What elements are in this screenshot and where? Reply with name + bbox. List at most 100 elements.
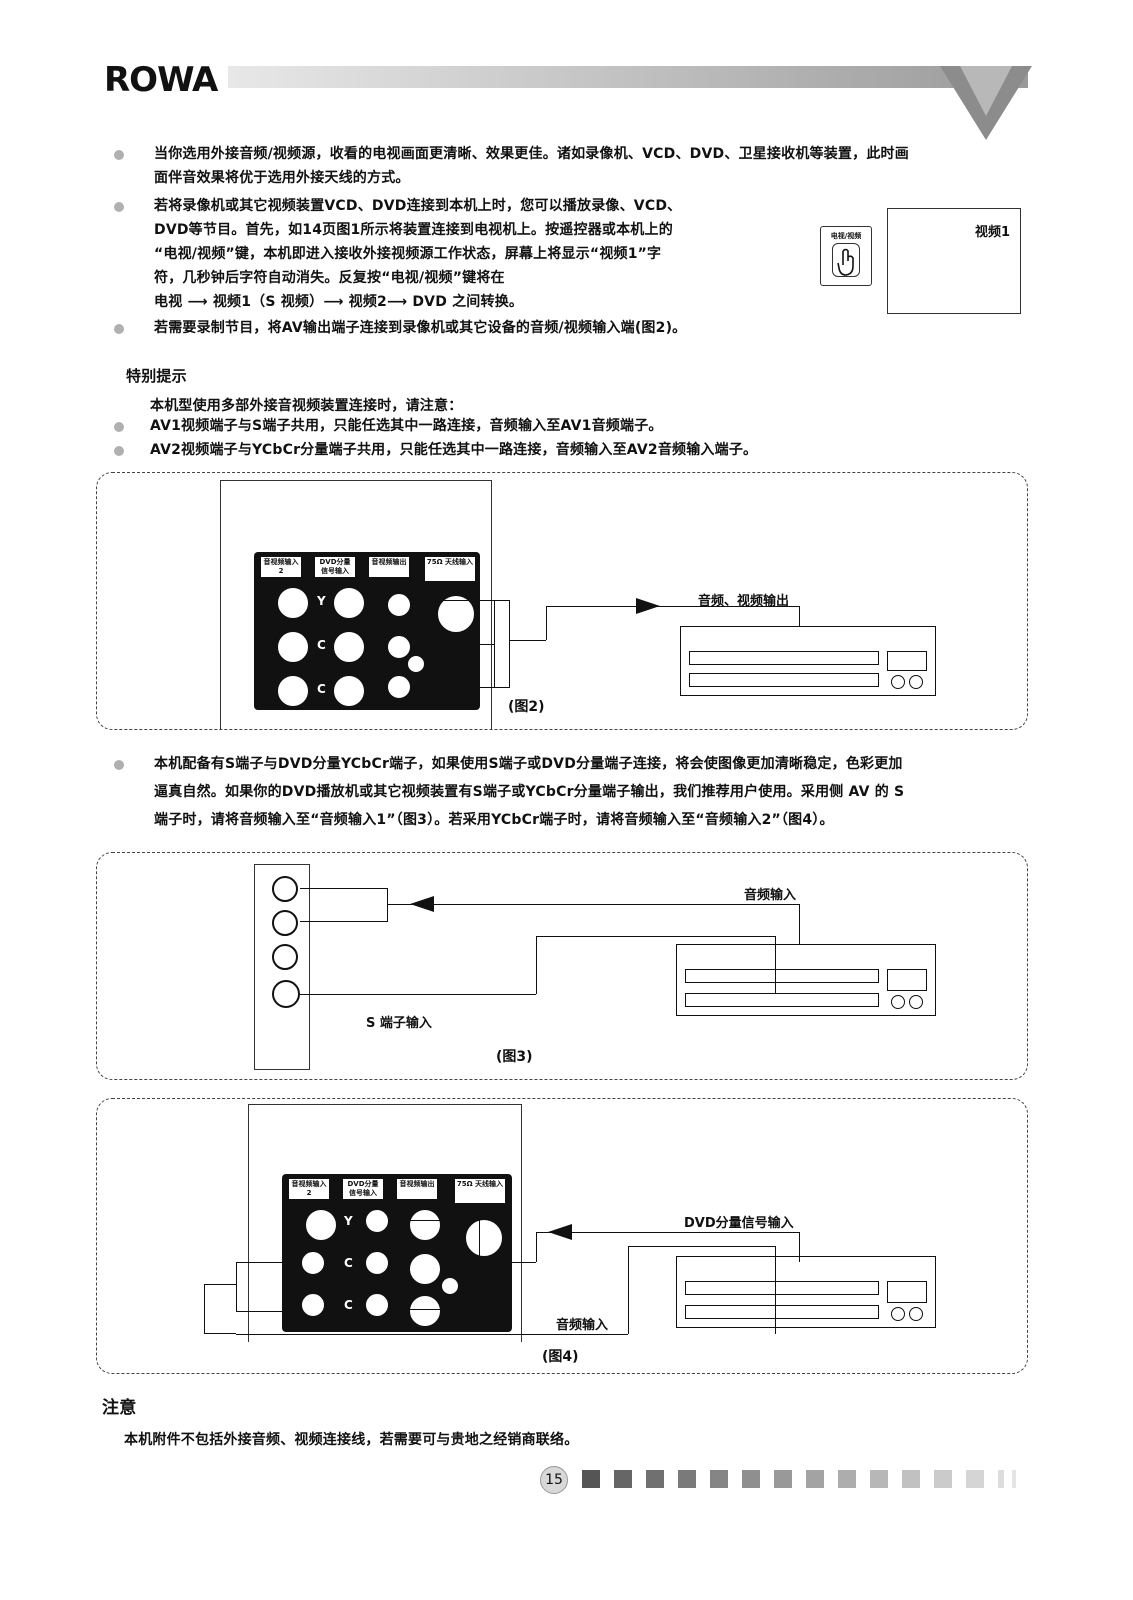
button-label: 电视/视频 xyxy=(830,232,862,240)
button-cap xyxy=(832,243,860,277)
screen-label: 视频1 xyxy=(974,225,1010,240)
figure-2-output-label: 音频、视频输出 xyxy=(698,594,790,609)
footer-square xyxy=(870,1470,888,1488)
jack-label-y: Y xyxy=(344,1214,353,1228)
figure-2-frame xyxy=(96,472,1028,730)
intro-p3: 若需要录制节目，将AV输出端子连接到录像机或其它设备的音频/视频输入端(图2)。 xyxy=(154,320,687,336)
bullet xyxy=(114,422,124,432)
cable xyxy=(494,600,495,688)
cable xyxy=(236,1262,298,1312)
tips-item1: AV1视频端子与S端子共用，只能任选其中一路连接，音频输入至AV1音频端子。 xyxy=(150,418,663,434)
cable xyxy=(236,1334,628,1335)
tv-side-panel xyxy=(254,864,310,1070)
footer-squares xyxy=(582,1468,1032,1492)
vcr-buttons xyxy=(685,1305,879,1319)
cable xyxy=(388,904,800,944)
cable xyxy=(300,888,388,922)
jack xyxy=(274,628,312,666)
intro-p1-line1: 当你选用外接音频/视频源，收看的电视画面更清晰、效果更佳。诸如录像机、VCD、D… xyxy=(154,146,909,162)
footer-square xyxy=(806,1470,824,1488)
footer-square xyxy=(582,1470,600,1488)
vcr-buttons xyxy=(689,673,879,687)
figure-3-frame xyxy=(96,852,1028,1080)
plug-connector xyxy=(298,1290,328,1320)
vcr-tray xyxy=(685,969,879,983)
jack-label-cr: C xyxy=(344,1298,353,1312)
panel-label: 音视频输入2 xyxy=(260,556,302,578)
screen-illustration: 视频1 xyxy=(887,208,1021,314)
vcr-display xyxy=(887,651,927,671)
jack xyxy=(302,1206,340,1244)
hand-pointer-icon xyxy=(837,248,854,276)
plug-connector xyxy=(298,1248,328,1278)
vcr-device xyxy=(680,626,936,696)
plug-connector xyxy=(362,1206,392,1236)
tips-item2: AV2视频端子与YCbCr分量端子共用，只能任选其中一路连接，音频输入至AV2音… xyxy=(150,442,758,458)
jack-label-y: Y xyxy=(317,594,326,608)
footer-square xyxy=(902,1470,920,1488)
bullet xyxy=(114,150,124,160)
figure-3-caption: (图3) xyxy=(496,1049,533,1065)
plug-connector xyxy=(362,1248,392,1278)
panel-label: 75Ω 天线输入 xyxy=(424,556,476,582)
tv-video-button-illustration: 电视/视频 xyxy=(820,226,872,286)
plug-connector xyxy=(384,672,414,702)
figure-4-frame xyxy=(96,1098,1028,1374)
tips-title: 特别提示 xyxy=(126,367,187,385)
footer-square xyxy=(646,1470,664,1488)
vcr-tray xyxy=(689,651,879,665)
cable xyxy=(300,994,536,995)
jack-label-cb: C xyxy=(344,1256,353,1270)
footer-square xyxy=(678,1470,696,1488)
vcr-buttons xyxy=(685,993,879,1007)
figure-4-dvd-label: DVD分量信号输入 xyxy=(684,1216,794,1231)
plug-connector xyxy=(362,1290,392,1320)
cable xyxy=(392,1220,480,1310)
intro-p2-line3: “电视/视频”键，本机即进入接收外接视频源工作状态，屏幕上将显示“视频1”字 xyxy=(154,246,662,262)
footer-square xyxy=(838,1470,856,1488)
cable xyxy=(628,1246,776,1334)
panel-label: 音视频输出 xyxy=(368,556,410,578)
panel-label: DVD分量信号输入 xyxy=(314,556,356,578)
jack xyxy=(406,1292,444,1330)
intro-p2-line1: 若将录像机或其它视频装置VCD、DVD连接到本机上时，您可以播放录像、VCD、 xyxy=(154,198,682,214)
vcr-knob xyxy=(891,1307,905,1321)
cable xyxy=(536,936,776,994)
vcr-knob xyxy=(891,995,905,1009)
note-title: 注意 xyxy=(102,1398,137,1418)
panel-label: 音视频输出 xyxy=(396,1178,438,1200)
figure-3-audio-label: 音频输入 xyxy=(744,888,797,903)
cable xyxy=(414,600,510,688)
jack xyxy=(330,628,368,666)
para-s-line1: 本机配备有S端子与DVD分量YCbCr端子，如果使用S端子或DVD分量端子连接，… xyxy=(154,756,903,772)
side-jack xyxy=(272,944,298,970)
vcr-display xyxy=(887,1281,927,1303)
footer-square xyxy=(998,1470,1004,1488)
jack xyxy=(404,652,428,676)
bullet xyxy=(114,202,124,212)
note-text: 本机附件不包括外接音频、视频连接线，若需要可与贵地之经销商联络。 xyxy=(124,1432,579,1448)
jack xyxy=(406,1206,444,1244)
footer-square xyxy=(742,1470,760,1488)
footer-square xyxy=(1012,1470,1016,1488)
bullet xyxy=(114,760,124,770)
panel-label: 75Ω 天线输入 xyxy=(454,1178,506,1204)
antenna-jack xyxy=(434,592,478,636)
arrow-left-icon xyxy=(410,896,434,912)
panel-label: DVD分量信号输入 xyxy=(342,1178,384,1200)
figure-4-audio-label: 音频输入 xyxy=(556,1318,609,1333)
jack xyxy=(330,584,368,622)
intro-p2-line4: 符，几秒钟后字符自动消失。反复按“电视/视频”键将在 xyxy=(154,270,505,286)
vcr-device xyxy=(676,1256,936,1328)
side-jack xyxy=(272,910,298,936)
cable xyxy=(204,1284,236,1334)
tv-rear-outline xyxy=(220,480,492,730)
cable xyxy=(536,1232,800,1262)
cable xyxy=(546,606,800,626)
bullet xyxy=(114,446,124,456)
cable xyxy=(546,606,547,640)
intro-p2-line5: 电视 ⟶ 视频1（S 视频）⟶ 视频2⟶ DVD 之间转换。 xyxy=(154,294,524,310)
jack-label-cr: C xyxy=(317,682,326,696)
jack-label-cb: C xyxy=(317,638,326,652)
side-jack xyxy=(272,876,298,902)
